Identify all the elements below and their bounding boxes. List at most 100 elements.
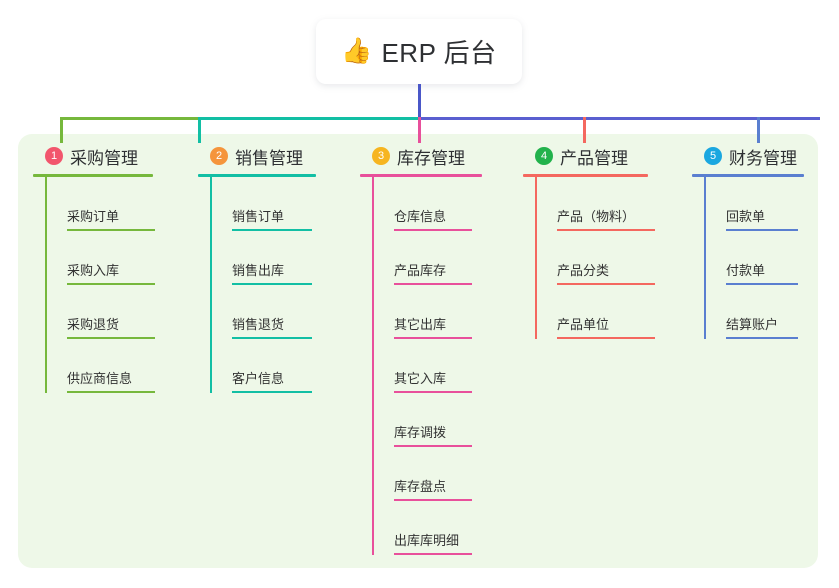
leaf-label: 产品单位 (557, 317, 610, 333)
leaf-node[interactable]: 销售退货 (210, 285, 316, 339)
branch-number-badge: 2 (210, 147, 228, 165)
branch-underline (360, 174, 482, 177)
branch-label: 销售管理 (235, 148, 303, 168)
leaf-node[interactable]: 产品单位 (535, 285, 655, 339)
branch-label: 财务管理 (729, 148, 797, 168)
leaf-node[interactable]: 库存调拨 (372, 393, 482, 447)
leaf-underline (726, 283, 798, 285)
branch-header-2[interactable]: 2 销售管理 (198, 143, 316, 169)
diagram-panel (18, 134, 818, 568)
branch-column-5: 5 财务管理回款单付款单结算账户 (692, 143, 804, 339)
leaf-underline (394, 553, 472, 555)
leaf-node[interactable]: 产品库存 (372, 231, 482, 285)
leaf-node[interactable]: 出库库明细 (372, 501, 482, 555)
leaf-underline (394, 283, 472, 285)
leaf-node[interactable]: 供应商信息 (45, 339, 155, 393)
leaf-underline (232, 337, 312, 339)
branch-items: 采购订单采购入库采购退货供应商信息 (33, 177, 155, 393)
leaf-underline (557, 337, 655, 339)
branch-drop-5 (757, 117, 760, 143)
leaf-node[interactable]: 结算账户 (704, 285, 804, 339)
leaf-underline (67, 337, 155, 339)
leaf-node[interactable]: 采购入库 (45, 231, 155, 285)
branch-underline (198, 174, 316, 177)
leaf-underline (67, 229, 155, 231)
leaf-node[interactable]: 采购订单 (45, 177, 155, 231)
branch-column-1: 1 采购管理采购订单采购入库采购退货供应商信息 (33, 143, 155, 393)
leaf-label: 产品（物料） (557, 209, 636, 225)
leaf-node[interactable]: 产品分类 (535, 231, 655, 285)
root-node[interactable]: 👍 ERP 后台 (316, 19, 522, 84)
branch-underline (33, 174, 153, 177)
leaf-node[interactable]: 仓库信息 (372, 177, 482, 231)
leaf-node[interactable]: 其它入库 (372, 339, 482, 393)
leaf-label: 销售退货 (232, 317, 285, 333)
branch-label: 库存管理 (397, 148, 465, 168)
branch-spine (210, 177, 212, 393)
branch-header-5[interactable]: 5 财务管理 (692, 143, 804, 169)
leaf-label: 采购订单 (67, 209, 120, 225)
leaf-node[interactable]: 产品（物料） (535, 177, 655, 231)
leaf-label: 付款单 (726, 263, 766, 279)
leaf-node[interactable]: 回款单 (704, 177, 804, 231)
leaf-underline (557, 283, 655, 285)
branch-underline (523, 174, 648, 177)
leaf-node[interactable]: 库存盘点 (372, 447, 482, 501)
leaf-node[interactable]: 销售出库 (210, 231, 316, 285)
branch-items: 仓库信息产品库存其它出库其它入库库存调拨库存盘点出库库明细 (360, 177, 482, 555)
leaf-underline (394, 229, 472, 231)
branch-header-1[interactable]: 1 采购管理 (33, 143, 155, 169)
leaf-label: 其它入库 (394, 371, 447, 387)
leaf-node[interactable]: 销售订单 (210, 177, 316, 231)
leaf-underline (232, 283, 312, 285)
branch-column-2: 2 销售管理销售订单销售出库销售退货客户信息 (198, 143, 316, 393)
leaf-label: 采购入库 (67, 263, 120, 279)
leaf-label: 库存盘点 (394, 479, 447, 495)
leaf-label: 客户信息 (232, 371, 285, 387)
leaf-label: 仓库信息 (394, 209, 447, 225)
leaf-label: 销售订单 (232, 209, 285, 225)
leaf-underline (394, 391, 472, 393)
leaf-underline (232, 229, 312, 231)
branch-items: 销售订单销售出库销售退货客户信息 (198, 177, 316, 393)
root-node-label: ERP 后台 (381, 38, 497, 68)
branch-underline (692, 174, 804, 177)
branch-spine (535, 177, 537, 339)
branch-drop-1 (60, 117, 63, 143)
leaf-underline (394, 445, 472, 447)
branch-drop-3 (418, 117, 421, 143)
leaf-label: 出库库明细 (394, 533, 460, 549)
branch-column-4: 4 产品管理产品（物料） 产品分类产品单位 (523, 143, 655, 339)
leaf-label: 回款单 (726, 209, 766, 225)
leaf-underline (232, 391, 312, 393)
leaf-label: 结算账户 (726, 317, 779, 333)
branch-label: 产品管理 (560, 148, 628, 168)
branch-number-badge: 4 (535, 147, 553, 165)
branch-number-badge: 1 (45, 147, 63, 165)
branch-column-3: 3 库存管理仓库信息产品库存其它出库其它入库库存调拨库存盘点出库库明细 (360, 143, 482, 555)
leaf-node[interactable]: 其它出库 (372, 285, 482, 339)
leaf-underline (67, 391, 155, 393)
leaf-node[interactable]: 客户信息 (210, 339, 316, 393)
root-trunk-connector (418, 84, 421, 120)
branch-header-3[interactable]: 3 库存管理 (360, 143, 482, 169)
leaf-underline (67, 283, 155, 285)
branch-label: 采购管理 (70, 148, 138, 168)
leaf-label: 产品库存 (394, 263, 447, 279)
branch-spine (45, 177, 47, 393)
leaf-underline (557, 229, 655, 231)
branch-number-badge: 5 (704, 147, 722, 165)
leaf-node[interactable]: 采购退货 (45, 285, 155, 339)
branch-number-badge: 3 (372, 147, 390, 165)
leaf-label: 库存调拨 (394, 425, 447, 441)
leaf-label: 采购退货 (67, 317, 120, 333)
leaf-underline (726, 337, 798, 339)
leaf-underline (726, 229, 798, 231)
thumbs-up-icon: 👍 (341, 37, 373, 65)
branch-header-4[interactable]: 4 产品管理 (523, 143, 655, 169)
leaf-label: 其它出库 (394, 317, 447, 333)
leaf-node[interactable]: 付款单 (704, 231, 804, 285)
branch-items: 回款单付款单结算账户 (692, 177, 804, 339)
leaf-label: 销售出库 (232, 263, 285, 279)
